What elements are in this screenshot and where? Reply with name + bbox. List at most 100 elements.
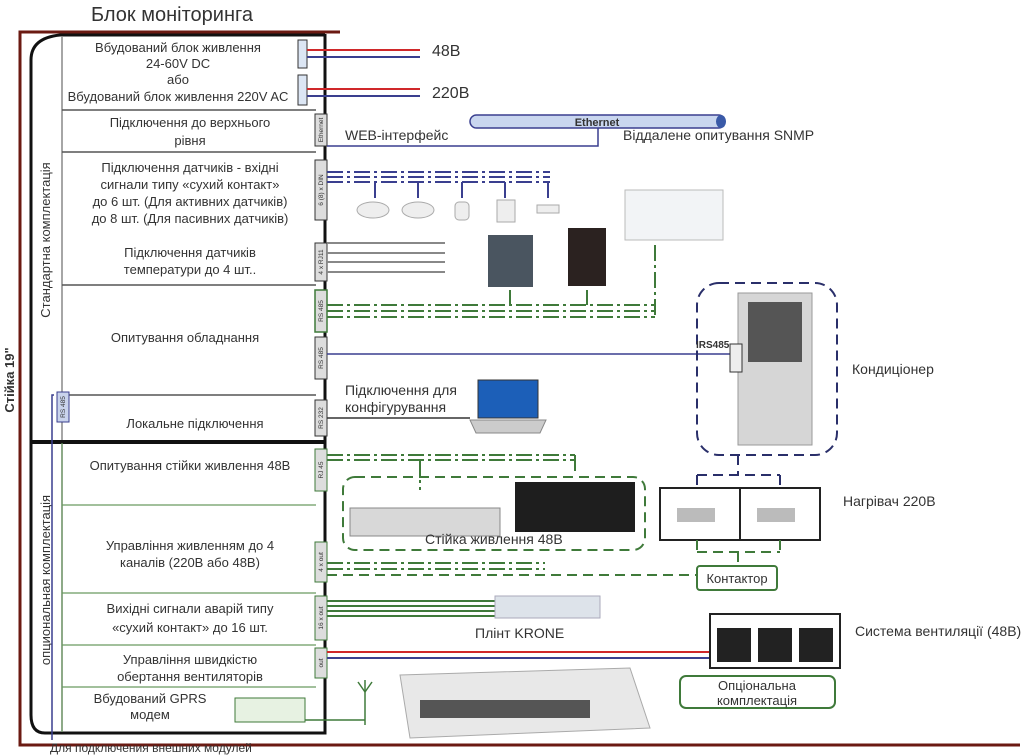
svg-text:Опціональна: Опціональна bbox=[718, 678, 797, 693]
row-alarms: Вихідні сигнали аварій типу «сухий конта… bbox=[107, 601, 274, 635]
conditioner-label: Кондиціонер bbox=[852, 361, 934, 377]
standard-kit-label: Стандартна комплектація bbox=[38, 162, 53, 317]
module-outline bbox=[29, 33, 327, 735]
generator-icon bbox=[624, 189, 724, 241]
flood-sensor-icon bbox=[496, 199, 516, 223]
power-rack-group bbox=[342, 476, 646, 551]
power-rack-label: Стійка живлення 48В bbox=[425, 531, 563, 547]
svg-text:RS 485: RS 485 bbox=[318, 300, 325, 322]
external-modules-label: Для подключения внешних модулей bbox=[50, 741, 252, 755]
svg-text:out: out bbox=[318, 658, 325, 667]
svg-text:Ethernet: Ethernet bbox=[575, 117, 620, 129]
connector-out: out bbox=[314, 647, 328, 679]
row-gprs: Вбудований GPRS модем bbox=[94, 691, 207, 722]
svg-text:RS 232: RS 232 bbox=[318, 407, 325, 429]
rs485-left-connector bbox=[56, 391, 70, 423]
svg-text:RJ 45: RJ 45 bbox=[318, 461, 325, 478]
fan-icon bbox=[717, 628, 751, 662]
optional-kit-box: Опціональна комплектація bbox=[679, 675, 836, 709]
connector-rs485-1: RS 485 bbox=[314, 289, 328, 333]
optional-kit-label: опциональная комплектація bbox=[38, 495, 53, 665]
door-sensor-icon bbox=[454, 201, 470, 221]
flatpack-icon bbox=[349, 507, 501, 537]
svg-text:Управління живленням до 4: Управління живленням до 4 bbox=[106, 538, 274, 553]
row-dry-contacts: Підключення датчиків - вхідні сигнали ти… bbox=[92, 160, 289, 226]
connector-4out: 4 x out bbox=[314, 541, 328, 583]
smoke-sensor-icon bbox=[356, 201, 390, 219]
heater-icon bbox=[757, 508, 795, 522]
svg-text:Ethernet: Ethernet bbox=[318, 118, 325, 143]
label-220v: 220В bbox=[432, 85, 469, 102]
config-label-2: конфігурування bbox=[345, 399, 446, 415]
connector-rs232: RS 232 bbox=[314, 399, 328, 437]
smoke-sensor-icon bbox=[401, 201, 435, 219]
svg-text:4 x out: 4 x out bbox=[318, 552, 325, 572]
rectifier-icon bbox=[515, 482, 635, 532]
svg-text:температури до 4 шт..: температури до 4 шт.. bbox=[124, 262, 256, 277]
svg-text:Контактор: Контактор bbox=[706, 571, 767, 586]
svg-text:RS 485: RS 485 bbox=[60, 396, 67, 418]
label-48v: 48В bbox=[432, 43, 460, 60]
laptop-icon bbox=[469, 379, 547, 434]
svg-text:Вбудований GPRS: Вбудований GPRS bbox=[94, 691, 207, 706]
connector-rj45: RJ 45 bbox=[314, 448, 328, 492]
svg-text:до 8 шт. (Для пасивних датчикі: до 8 шт. (Для пасивних датчиків) bbox=[92, 211, 289, 226]
connector-16out: 16 x out bbox=[314, 595, 328, 641]
svg-text:Вихідні сигнали аварій типу: Вихідні сигнали аварій типу bbox=[107, 601, 274, 616]
gprs-modem bbox=[234, 697, 306, 723]
row-fans: Управління швидкістю обертання вентилято… bbox=[117, 652, 263, 684]
svg-text:Вбудований блок живлення 220V: Вбудований блок живлення 220V AC bbox=[68, 89, 289, 104]
rack-frame bbox=[18, 30, 1020, 747]
row-power: Вбудований блок живлення 24-60V DC або В… bbox=[68, 40, 289, 104]
fans bbox=[709, 613, 841, 669]
row-local: Локальне підключення bbox=[126, 416, 263, 431]
connector-ethernet: Ethernet bbox=[314, 113, 328, 147]
config-label-1: Підключення для bbox=[345, 382, 457, 398]
row-power-control: Управління живленням до 4 каналів (220В … bbox=[106, 538, 274, 570]
heater-icon bbox=[677, 508, 715, 522]
connector-rj11: 4 x RJ11 bbox=[314, 242, 328, 282]
snmp-label: Віддалене опитування SNMP bbox=[623, 127, 814, 143]
svg-text:24-60V DC: 24-60V DC bbox=[146, 56, 210, 71]
svg-text:модем: модем bbox=[130, 707, 170, 722]
ventilation-label: Система вентиляції (48В) bbox=[855, 623, 1021, 639]
svg-text:RS 485: RS 485 bbox=[318, 347, 325, 369]
svg-text:Підключення датчиків: Підключення датчиків bbox=[124, 245, 256, 260]
sensors bbox=[356, 199, 560, 223]
svg-text:каналів (220В або 48В): каналів (220В або 48В) bbox=[120, 555, 260, 570]
fan-icon bbox=[758, 628, 792, 662]
svg-text:Підключення датчиків - вхідні: Підключення датчиків - вхідні bbox=[101, 160, 278, 175]
row-temperature: Підключення датчиків температури до 4 шт… bbox=[124, 245, 256, 277]
contactor-box: Контактор bbox=[696, 565, 778, 591]
connector-rs485-2: RS 485 bbox=[314, 336, 328, 380]
antenna-icon bbox=[357, 680, 373, 725]
svg-text:16 x out: 16 x out bbox=[318, 606, 325, 629]
reed-sensor-icon bbox=[536, 204, 560, 214]
svg-text:до 6 шт. (Для активних датчикі: до 6 шт. (Для активних датчиків) bbox=[93, 194, 288, 209]
svg-text:комплектація: комплектація bbox=[717, 693, 797, 708]
connector-din: 6 (8) x DIN bbox=[314, 159, 328, 221]
svg-text:«сухий контакт» до 16 шт.: «сухий контакт» до 16 шт. bbox=[112, 620, 268, 635]
rack-label: Стійка 19" bbox=[2, 347, 17, 412]
svg-text:4 x RJ11: 4 x RJ11 bbox=[318, 249, 325, 275]
heater-label: Нагрівач 220В bbox=[843, 493, 936, 509]
svg-text:обертання вентиляторів: обертання вентиляторів bbox=[117, 669, 263, 684]
ups-icon bbox=[568, 228, 606, 286]
svg-text:рівня: рівня bbox=[174, 133, 205, 148]
conditioner-group bbox=[696, 282, 838, 456]
fan-icon bbox=[799, 628, 833, 662]
svg-text:сигнали типу «сухий контакт»: сигнали типу «сухий контакт» bbox=[101, 177, 280, 192]
irs485-label: IRS485 bbox=[696, 340, 730, 351]
krone-label: Плінт KRONE bbox=[475, 625, 564, 641]
svg-text:або: або bbox=[167, 72, 189, 87]
web-interface-label: WEB-інтерфейс bbox=[345, 127, 448, 143]
temperature-probes bbox=[327, 242, 445, 273]
row-polling: Опитування обладнання bbox=[111, 330, 259, 345]
row-rack48: Опитування стійки живлення 48В bbox=[90, 458, 291, 473]
row-upper-level: Підключення до верхнього рівня bbox=[110, 115, 271, 148]
svg-text:Підключення до верхнього: Підключення до верхнього bbox=[110, 115, 271, 130]
svg-text:Управління швидкістю: Управління швидкістю bbox=[123, 652, 257, 667]
svg-text:6 (8) x DIN: 6 (8) x DIN bbox=[318, 174, 325, 206]
connectors: Ethernet 6 (8) x DIN 4 x RJ11 RS 485 RS … bbox=[314, 113, 328, 679]
